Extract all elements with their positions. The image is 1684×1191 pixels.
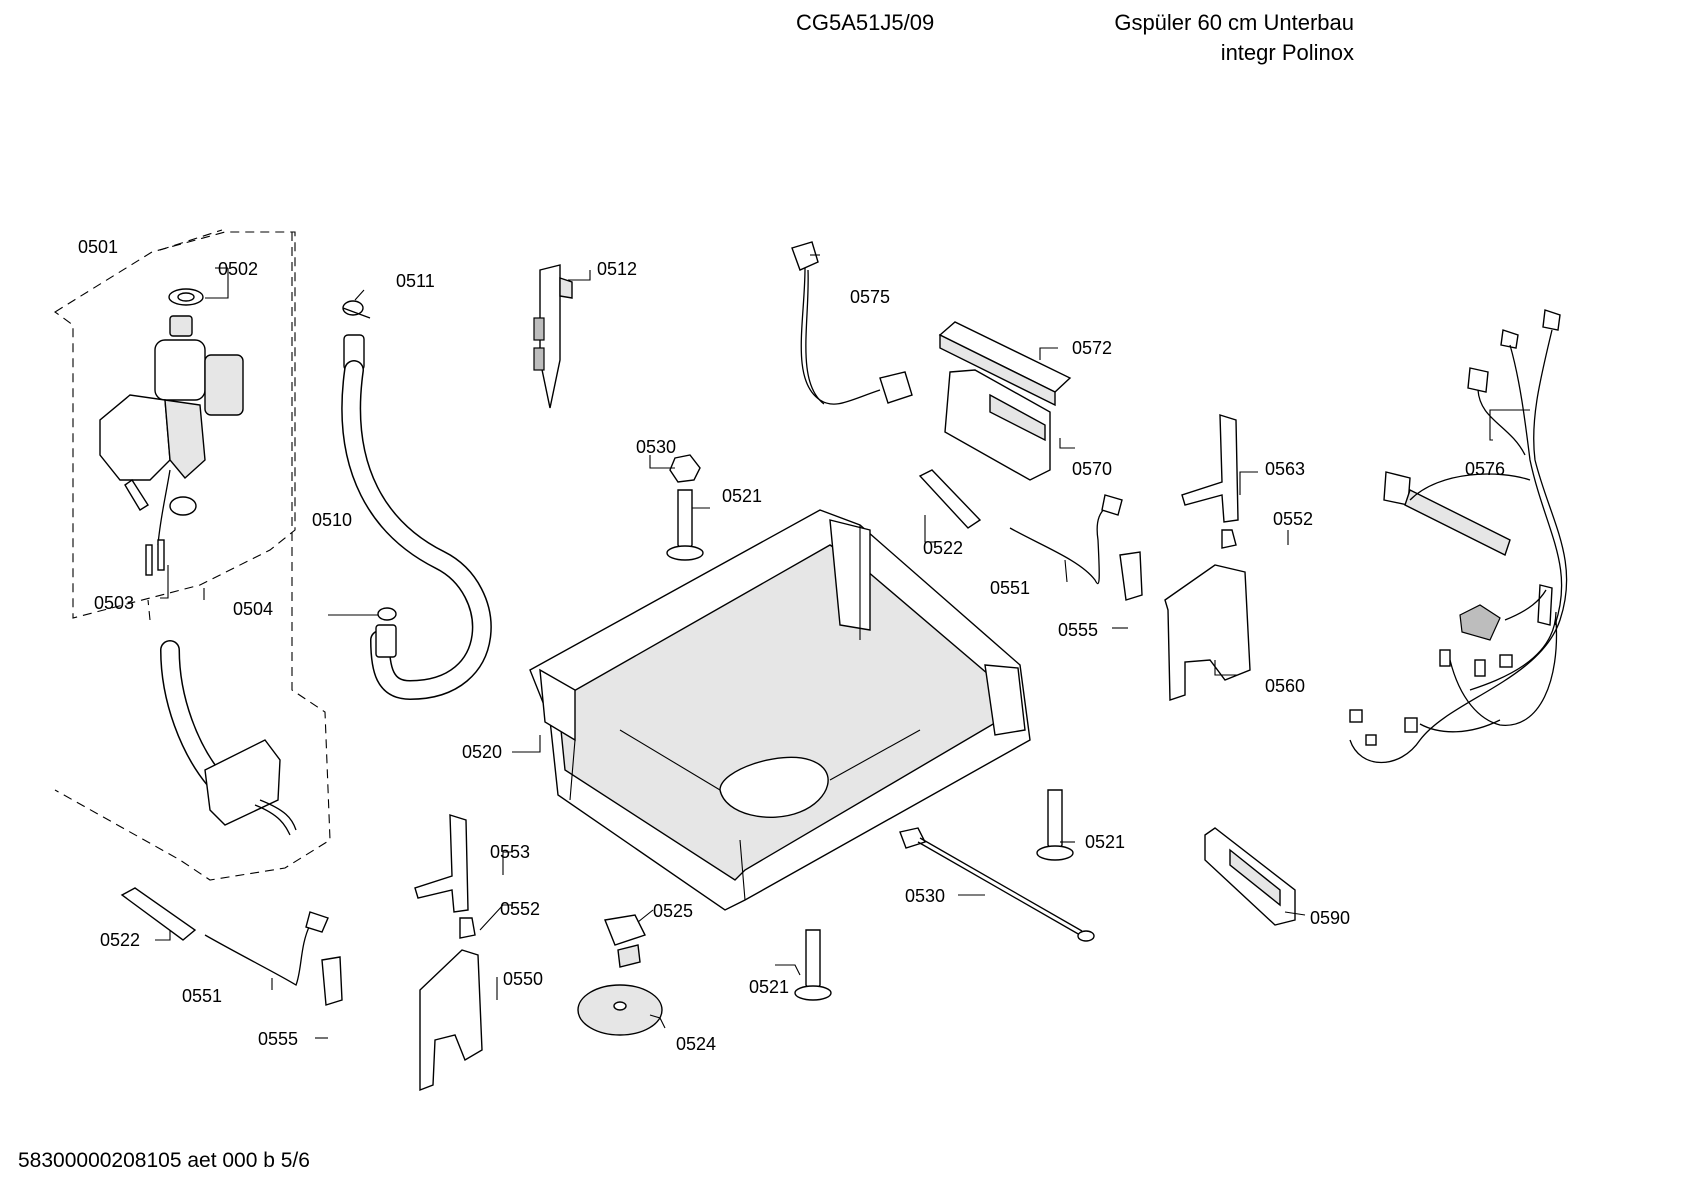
inlet-valve-assembly-0501: [54, 229, 331, 881]
stopper-0522-left: [120, 887, 197, 941]
callout-0520: 0520: [462, 742, 502, 762]
product-description-line1: Gspüler 60 cm Unterbau: [1114, 10, 1354, 35]
callout-0521-right: 0521: [1085, 832, 1125, 852]
callout-0522-left: 0522: [100, 930, 140, 950]
leader-lines: [155, 254, 1530, 1039]
hinge-0550: [419, 949, 483, 1092]
hinge-0563: [1181, 414, 1239, 523]
callout-0576: 0576: [1465, 459, 1505, 479]
bracket-0512: [533, 264, 573, 409]
callout-0563: 0563: [1265, 459, 1305, 479]
stopper-0522-mid: [918, 469, 982, 529]
callout-0572: 0572: [1072, 338, 1112, 358]
callout-0502: 0502: [218, 259, 258, 279]
callout-0575: 0575: [850, 287, 890, 307]
product-description-line2: integr Polinox: [1220, 40, 1354, 65]
callout-0521-top: 0521: [722, 486, 762, 506]
sensor-0551-left: [204, 911, 329, 986]
mains-cable-0575: [791, 241, 913, 405]
callout-0551-left: 0551: [182, 986, 222, 1006]
callout-0522-mid: 0522: [923, 538, 963, 558]
nut-0530-top: [669, 454, 701, 483]
control-module-0570: [938, 321, 1072, 481]
panel-0590: [1204, 827, 1296, 926]
hinge-0553: [414, 814, 469, 913]
callout-0530-rod: 0530: [905, 886, 945, 906]
callout-0552-right: 0552: [1273, 509, 1313, 529]
callout-0570: 0570: [1072, 459, 1112, 479]
callout-0504: 0504: [233, 599, 273, 619]
callout-0560: 0560: [1265, 676, 1305, 696]
callout-0525: 0525: [653, 901, 693, 921]
rod-0530: [899, 827, 1095, 942]
model-number: CG5A51J5/09: [796, 10, 935, 35]
callout-0551-mid: 0551: [990, 578, 1030, 598]
callout-0524: 0524: [676, 1034, 716, 1054]
drain-hose-0510: [341, 300, 492, 701]
callout-labels: 0501 0502 0503 0504 0510 0511 0512 0520 …: [78, 237, 1505, 1054]
screw-0521-right: [1036, 789, 1074, 861]
callout-0501: 0501: [78, 237, 118, 257]
callout-0555-mid: 0555: [1058, 620, 1098, 640]
disc-0524: [577, 984, 663, 1036]
document-id: 58300000208105 aet 000 b 5/6: [18, 1149, 310, 1172]
callout-0512: 0512: [597, 259, 637, 279]
callout-0511: 0511: [396, 271, 435, 291]
callout-0552-left: 0552: [500, 899, 540, 919]
screw-0521-bottom: [794, 929, 832, 1001]
callout-0553: 0553: [490, 842, 530, 862]
callout-0550: 0550: [503, 969, 543, 989]
sensor-0551-mid: [1009, 494, 1123, 585]
callout-0503: 0503: [94, 593, 134, 613]
clip-0552-left: [459, 917, 476, 939]
callout-0590: 0590: [1310, 908, 1350, 928]
clip-0555-left: [321, 956, 343, 1006]
callout-0530-top: 0530: [636, 437, 676, 457]
clip-0552-right: [1221, 529, 1237, 549]
hinge-0560: [1164, 564, 1251, 701]
callout-0510: 0510: [312, 510, 352, 530]
wiring-harness-0576: [1349, 309, 1568, 763]
base-tub-0520: [529, 509, 1031, 911]
screw-0521-top: [666, 489, 704, 561]
clip-0555-mid: [1119, 551, 1143, 601]
actuator-0525: [604, 914, 646, 968]
callout-0521-bottom: 0521: [749, 977, 789, 997]
callout-0555-left: 0555: [258, 1029, 298, 1049]
